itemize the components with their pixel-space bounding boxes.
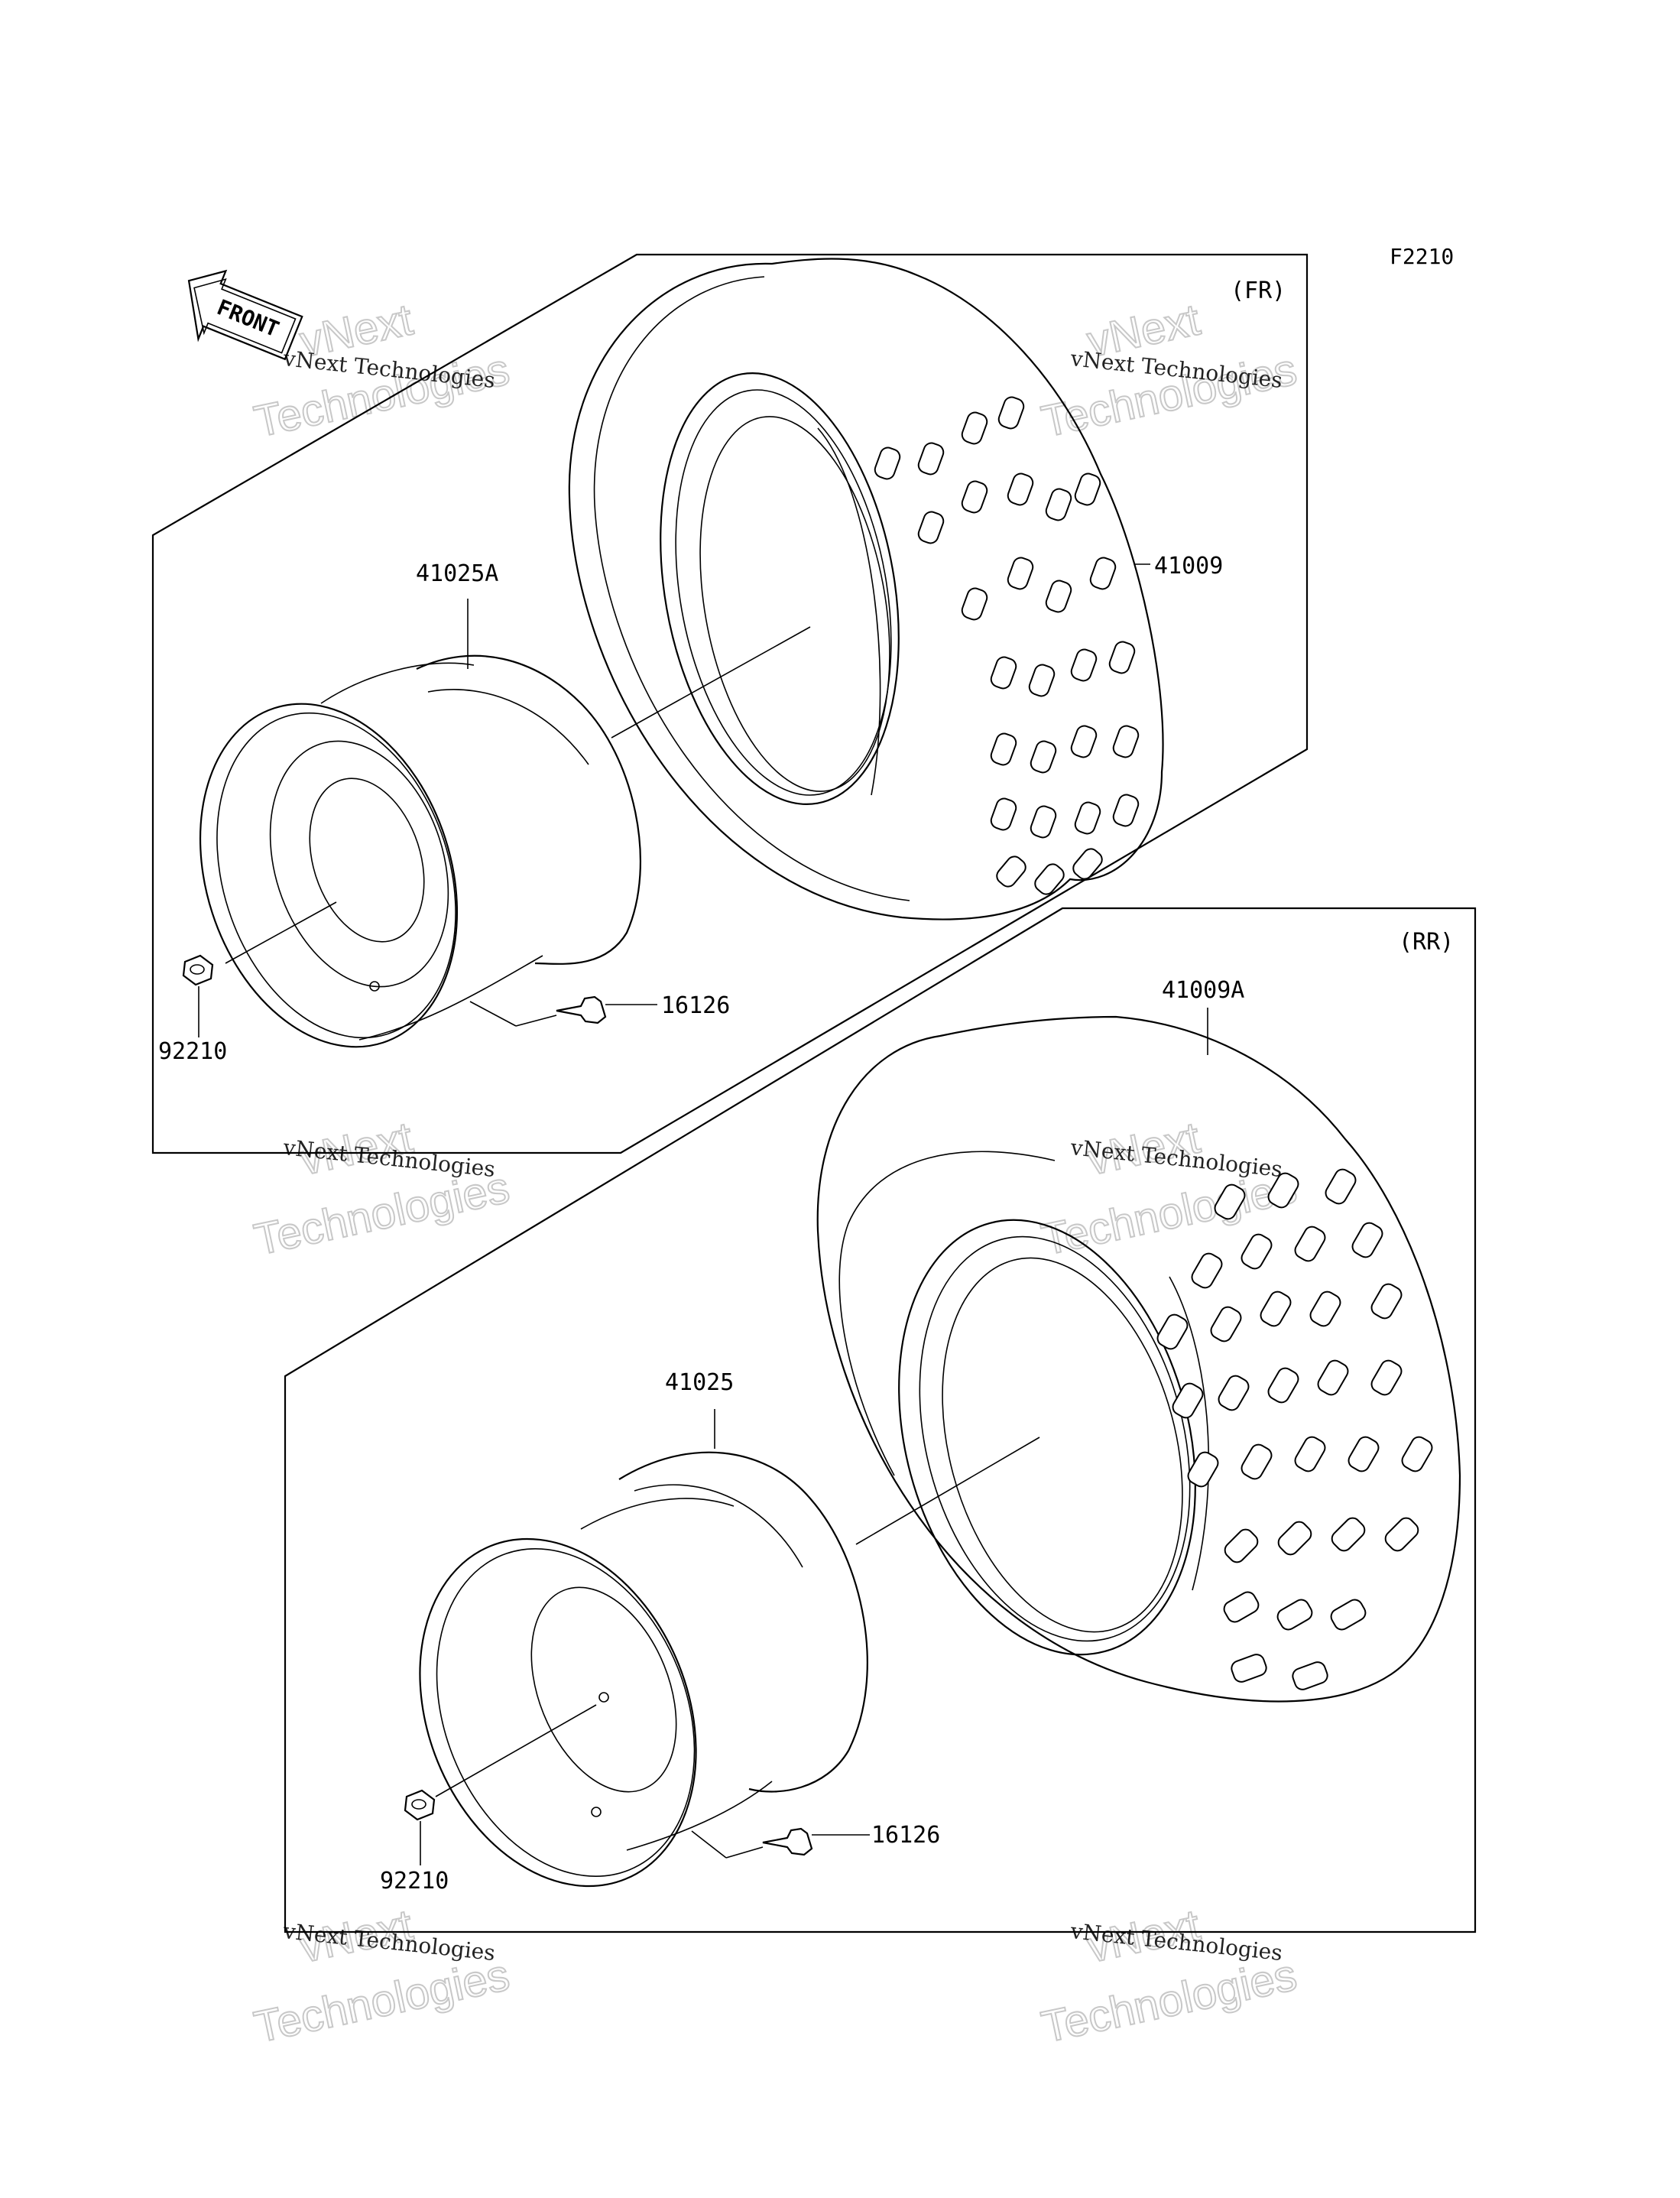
front-tire-part-number: 41009 [1154, 553, 1223, 580]
front-tire-tread [874, 396, 1140, 895]
rear-panel: (RR) [284, 907, 1477, 1933]
front-rim-part-number: 41025A [416, 560, 498, 587]
front-rim [199, 654, 641, 1048]
rear-nut-icon [404, 1789, 436, 1821]
front-nut-part-number: 92210 [158, 1038, 227, 1065]
front-panel-frame [151, 253, 1309, 1154]
rear-valve-icon [762, 1827, 813, 1856]
rear-rim-part-number: 41025 [665, 1369, 734, 1396]
rear-panel-frame [284, 907, 1477, 1933]
front-panel: (FR) [151, 253, 1309, 1154]
front-arrow-icon: FRONT [187, 269, 303, 361]
front-nut-icon [182, 954, 214, 986]
front-valve-icon [556, 995, 607, 1024]
svg-text:Technologies: Technologies [250, 1950, 514, 2052]
rear-rim [419, 1451, 868, 1888]
rear-valve-part-number: 16126 [871, 1822, 940, 1849]
watermark-mid-left: vNext Technologies [249, 1112, 514, 1265]
watermark-bottom-left: vNext Technologies [249, 1899, 514, 2053]
rear-tire-part-number: 41009A [1162, 977, 1244, 1004]
front-panel-title: (FR) [1231, 278, 1286, 304]
rear-nut-part-number: 92210 [380, 1868, 449, 1894]
watermark-bottom-right: vNext Technologies [1036, 1899, 1302, 2053]
rear-tire [816, 1015, 1461, 1703]
front-valve-part-number: 16126 [661, 992, 730, 1019]
rear-tire-tread [1156, 1168, 1433, 1690]
svg-text:Technologies: Technologies [1037, 1950, 1301, 2052]
front-tire [568, 258, 1164, 920]
figure-code: F2210 [1390, 244, 1454, 269]
rear-panel-title: (RR) [1399, 929, 1454, 956]
